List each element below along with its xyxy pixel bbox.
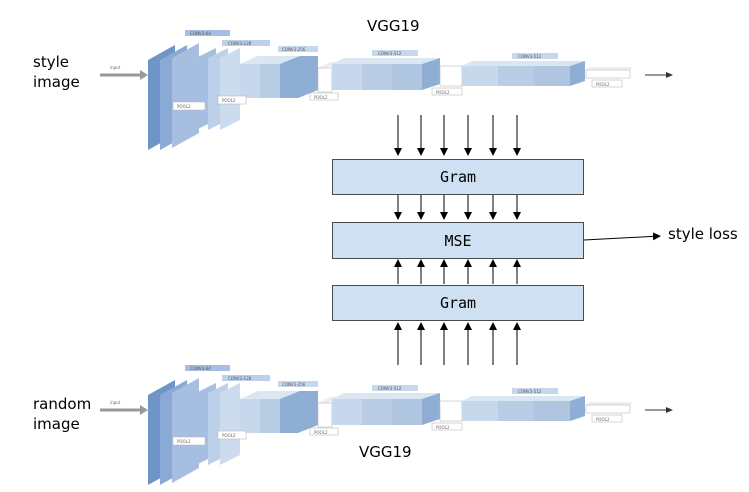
conv-label-1: CONV3-64: [190, 31, 211, 36]
pool5-block: POOL2: [585, 67, 634, 88]
conv-label-5: CONV3-512: [518, 54, 542, 59]
conv-block-5: CONV3-512: [462, 53, 585, 86]
conv-block-4: CONV3-512: [332, 385, 440, 425]
conv-block-3: CONV3-256: [240, 381, 318, 433]
pool-label-3: POOL2: [314, 95, 328, 100]
conv-label-1: CONV3-64: [190, 366, 211, 371]
random-image-label: random image: [33, 395, 92, 433]
vgg19-bottom-network: input CONV3-64 CONV3-128 CONV3-256 POO: [100, 365, 673, 485]
conv-block-2: CONV3-128: [196, 40, 270, 130]
conv-label-5: CONV3-512: [518, 389, 542, 394]
conv-block-4: CONV3-512: [332, 50, 440, 90]
arrows-bottom-to-gram: [394, 322, 521, 365]
pool-label-5: POOL2: [596, 82, 610, 87]
arrows-gram-to-mse: [394, 195, 521, 220]
output-arrow-top: [645, 72, 673, 78]
pool-label-5: POOL2: [596, 417, 610, 422]
arrow-mse-to-loss: [583, 232, 661, 241]
gram-box-bottom: Gram: [332, 285, 584, 321]
conv-block-3: CONV3-256: [240, 46, 318, 98]
conv-block-1: CONV3-64: [148, 365, 230, 485]
conv-label-3: CONV3-256: [282, 47, 306, 52]
input-label: input: [110, 400, 121, 405]
conv-label-4: CONV3-512: [378, 51, 402, 56]
style-image-label: style image: [33, 53, 80, 91]
pool-label-3: POOL2: [314, 430, 328, 435]
style-loss-label: style loss: [668, 225, 738, 243]
input-label: input: [110, 65, 121, 70]
arrows-bottomgram-to-mse: [394, 259, 521, 284]
output-arrow-bottom: [645, 407, 673, 413]
conv-label-3: CONV3-256: [282, 382, 306, 387]
conv-label-2: CONV3-128: [228, 41, 252, 46]
pool-label-2: POOL2: [222, 98, 236, 103]
pool4-block: POOL2: [431, 65, 463, 96]
pool-label-1: POOL2: [177, 104, 191, 109]
input-arrow-bottom: input: [100, 400, 148, 415]
arrows-top-to-gram: [394, 115, 521, 156]
gram-box-top: Gram: [332, 159, 584, 195]
bottom-network-title: VGG19: [359, 443, 412, 461]
pool-label-4: POOL2: [436, 425, 450, 430]
pool-label-1: POOL2: [177, 439, 191, 444]
pool-label-4: POOL2: [436, 90, 450, 95]
pool-markers-top-early: POOL2 POOL2: [172, 95, 247, 111]
pool-markers-bottom-early: POOL2 POOL2: [172, 430, 247, 446]
mse-box: MSE: [332, 222, 584, 259]
pool5-block: POOL2: [585, 402, 634, 423]
top-network-title: VGG19: [367, 17, 420, 35]
conv-label-2: CONV3-128: [228, 376, 252, 381]
conv-block-1: CONV3-64: [148, 30, 230, 150]
pool3-block: POOL2: [309, 62, 340, 101]
conv-block-5: CONV3-512: [462, 388, 585, 421]
conv-label-4: CONV3-512: [378, 386, 402, 391]
pool-label-2: POOL2: [222, 433, 236, 438]
pool4-block: POOL2: [431, 400, 463, 431]
vgg19-top-network: input CONV3-64 CONV3-128 CONV3-256: [100, 30, 673, 150]
input-arrow-top: input: [100, 65, 148, 80]
